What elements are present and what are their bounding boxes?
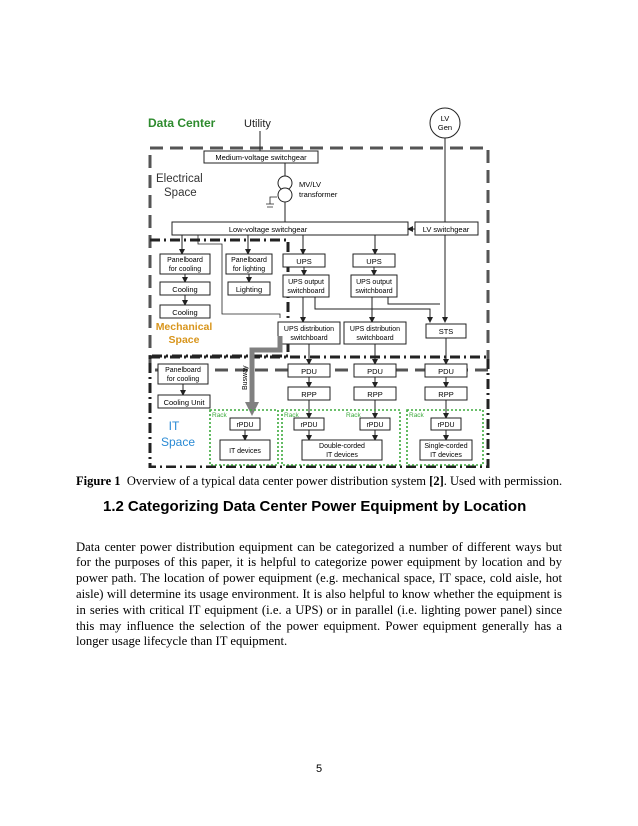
pdu-label: PDU [367,367,383,376]
double-corded-box [301,439,383,461]
rpp-label: RPP [301,390,316,399]
cooling-unit-label: Cooling Unit [164,398,206,407]
ups-distribution-label: UPS distribution [284,326,334,333]
lighting-box [227,281,271,296]
figure-label: Figure 1 [76,474,121,488]
cooling-label: Cooling [172,285,197,294]
pdu-label: PDU [301,367,317,376]
double-corded-label: IT devices [326,452,358,459]
cooling-box [159,304,211,319]
ups-distribution-label: UPS distribution [350,326,400,333]
rack-label: Rack [346,412,362,419]
ups-label: UPS [296,257,311,266]
pdu-label: PDU [438,367,454,376]
busway-label: Busway [242,365,249,390]
caption-text: Overview of a typical data center power … [126,474,430,488]
mv-switchgear [203,150,319,164]
rack-boundary [281,409,401,466]
rack-label: Rack [284,412,300,419]
section-title: Categorizing Data Center Power Equipment… [127,498,527,515]
section-number: 1.2 [103,498,124,515]
power-distribution-diagram: Data Center Utility LV Gen Electrical Sp… [148,107,490,468]
ups-label: UPS [366,257,381,266]
single-corded-label: Single-corded [424,443,467,450]
double-corded-label: Double-corded [319,443,365,450]
rack-label: Rack [212,412,228,419]
sts-label: STS [439,327,454,336]
it-devices-label: IT devices [229,448,261,455]
cooling-label: Cooling [172,308,197,317]
ups-output-switchboard [282,274,330,298]
it-devices-box [219,439,271,461]
mechanical-space-label: Mechanical [156,321,213,333]
rack-label: Rack [409,412,425,419]
lv-gen-label: LV [441,114,450,123]
rpp-label: RPP [367,390,382,399]
rpdu-label: rPDU [300,422,317,429]
rpp-label: RPP [438,390,453,399]
rpdu-box [293,417,325,431]
lv-switchgear-label: Low-voltage switchgear [229,225,308,234]
transformer-label: transformer [299,190,338,199]
rpdu-label: rPDU [437,422,454,429]
it-space-label: IT [169,419,180,433]
rpdu-box [430,417,462,431]
panelboard-cooling-label: Panelboard [165,367,201,374]
cooling-unit-box [157,394,211,409]
panelboard-lighting-label: for lighting [233,266,265,273]
ups-output-label: switchboard [355,288,392,295]
single-corded-label: IT devices [430,452,462,459]
diagram-title: Data Center [148,116,216,130]
panelboard-cooling-label: Panelboard [167,257,203,264]
lv-switchgear-gen-label: LV switchgear [423,225,470,234]
body-paragraph: Data center power distribution equipment… [76,539,562,649]
ups-distribution-label: switchboard [356,335,393,342]
it-space-label: Space [161,435,195,449]
rpdu-label: rPDU [366,422,383,429]
panelboard-lighting-label: Panelboard [231,257,267,264]
page-number: 5 [315,763,323,775]
caption-text-end: . Used with permission. [443,474,563,488]
mv-switchgear-label: Medium-voltage switchgear [215,153,307,162]
transformer-symbol [277,187,293,203]
ups-output-label: UPS output [356,279,392,286]
electrical-space-label: Space [164,187,197,199]
caption-reference: [2] [429,474,444,488]
utility-label: Utility [244,118,271,130]
busway-arrow [249,336,283,404]
ups-distribution-label: switchboard [290,335,327,342]
electrical-space-label: Electrical [156,173,203,185]
rpdu-box [359,417,391,431]
rack-boundary [406,409,484,466]
figure-caption: Figure 1 Overview of a typical data cent… [76,473,576,489]
rack-boundary [209,409,279,466]
ups-output-label: switchboard [287,288,324,295]
transformer-label: MV/LV [299,180,321,189]
rpdu-label: rPDU [236,422,253,429]
lv-gen-label: Gen [438,123,452,132]
lighting-label: Lighting [236,285,262,294]
single-corded-box [419,439,473,461]
mechanical-space-label: Space [169,334,200,346]
panelboard-cooling-label: for cooling [169,266,201,273]
panelboard-cooling-label: for cooling [167,376,199,383]
ups-output-switchboard [350,274,398,298]
ups-output-label: UPS output [288,279,324,286]
